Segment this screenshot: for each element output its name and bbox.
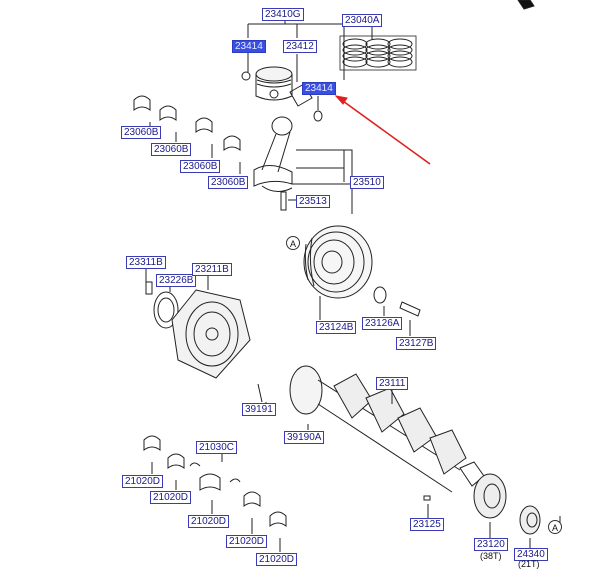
label-main-bearing-4[interactable]: 21020D bbox=[226, 535, 268, 548]
flexplate-assembly bbox=[145, 281, 251, 379]
label-flexplate[interactable]: 23211B bbox=[192, 263, 232, 276]
label-crankshaft[interactable]: 23111 bbox=[376, 377, 409, 390]
label-piston-pin[interactable]: 23412 bbox=[283, 40, 317, 53]
label-pulley-bolt[interactable]: 23127B bbox=[396, 337, 437, 350]
flexplate-leaders bbox=[145, 268, 209, 292]
rod-bearing-group bbox=[133, 95, 241, 174]
label-ring-set[interactable]: 23040A bbox=[342, 14, 383, 27]
label-main-bearing-5[interactable]: 21020D bbox=[256, 553, 298, 566]
key bbox=[423, 495, 431, 501]
label-damper-pulley[interactable]: 23124B bbox=[316, 321, 357, 334]
red-arrow-head bbox=[334, 95, 348, 105]
rod-leaders bbox=[296, 149, 353, 214]
main-bearing-group bbox=[143, 435, 287, 527]
sprocket-teeth-note: (38T) bbox=[480, 551, 502, 561]
pulley-leaders bbox=[319, 296, 411, 336]
label-key[interactable]: 23125 bbox=[410, 518, 444, 531]
pulley-bolt bbox=[399, 301, 421, 317]
label-rod-bearing-2[interactable]: 23060B bbox=[151, 143, 192, 156]
connecting-rod bbox=[253, 116, 293, 211]
label-dowel-pin[interactable]: 39191 bbox=[242, 403, 276, 416]
label-flexplate-bolt[interactable]: 23311B bbox=[126, 256, 166, 269]
label-piston-set[interactable]: 23410G bbox=[262, 8, 304, 21]
label-snap-ring-left[interactable]: 23414 bbox=[232, 40, 266, 53]
crank-sprocket bbox=[473, 473, 507, 519]
piston-pin bbox=[289, 83, 313, 107]
red-arrow-line bbox=[335, 95, 431, 165]
label-flexplate-adapter[interactable]: 23226B bbox=[156, 274, 197, 287]
label-connecting-rod[interactable]: 23510 bbox=[350, 176, 384, 189]
label-rod-bolt[interactable]: 23513 bbox=[296, 195, 330, 208]
crankshaft bbox=[257, 365, 485, 493]
chain-teeth-note: (21T) bbox=[518, 559, 540, 569]
snap-ring-left bbox=[241, 71, 251, 81]
label-main-bearing-3[interactable]: 21020D bbox=[188, 515, 230, 528]
label-main-bearing-1[interactable]: 21020D bbox=[122, 475, 164, 488]
label-crank-sprocket[interactable]: 23120 bbox=[474, 538, 508, 551]
label-chain-sprocket[interactable]: 24340 bbox=[514, 548, 548, 561]
bearing-leaders bbox=[151, 452, 281, 552]
label-rod-bearing-4[interactable]: 23060B bbox=[208, 176, 249, 189]
label-pulley-washer[interactable]: 23126A bbox=[362, 317, 403, 330]
piston bbox=[255, 66, 293, 101]
callout-a-top: A bbox=[286, 236, 300, 250]
piston-set-leaders bbox=[247, 18, 345, 80]
piston-rings bbox=[339, 35, 417, 71]
label-thrust-washer[interactable]: 21030C bbox=[196, 441, 238, 454]
callout-a-bottom: A bbox=[548, 520, 562, 534]
snap-ring-right bbox=[313, 110, 323, 122]
label-rod-bearing-3[interactable]: 23060B bbox=[180, 160, 221, 173]
label-main-bearing-2[interactable]: 21020D bbox=[150, 491, 192, 504]
label-target-wheel[interactable]: 39190A bbox=[284, 431, 325, 444]
corner-fragment bbox=[517, 0, 535, 10]
label-snap-ring-right[interactable]: 23414 bbox=[302, 82, 336, 95]
pulley-washer bbox=[373, 286, 387, 304]
damper-pulley bbox=[303, 225, 373, 299]
chain-sprocket bbox=[519, 505, 541, 535]
label-rod-bearing-1[interactable]: 23060B bbox=[121, 126, 162, 139]
